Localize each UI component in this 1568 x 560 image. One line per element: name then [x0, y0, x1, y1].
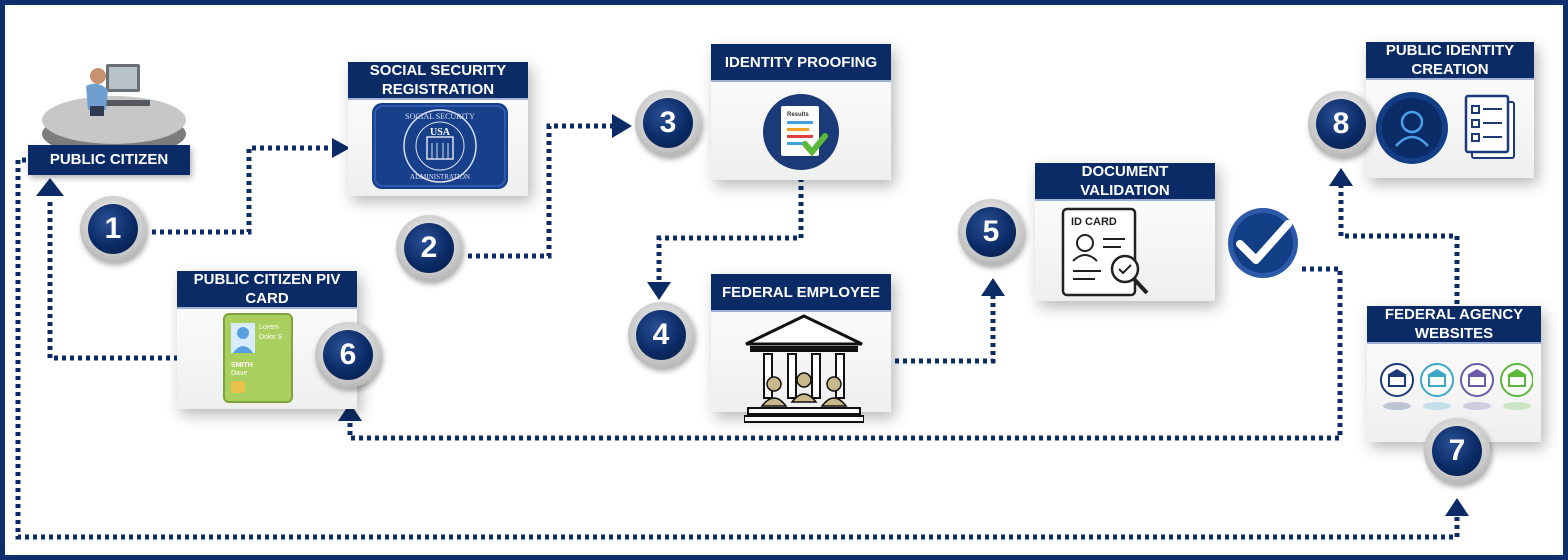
agency-building-icons — [1380, 363, 1533, 410]
arrow-into-citizen — [36, 178, 64, 196]
checkmark-circle-icon — [1228, 208, 1298, 278]
step-number-8: 8 — [1316, 99, 1366, 149]
step-number-6: 6 — [323, 330, 373, 380]
arrow-into-7 — [1445, 498, 1469, 516]
step-number-5: 5 — [966, 207, 1016, 257]
step-number-2: 2 — [404, 223, 454, 273]
connector-5-to-7 — [347, 266, 1343, 441]
agency-websites-card: FEDERAL AGENCY WEBSITES — [1367, 306, 1541, 442]
agency-icon-2 — [1420, 363, 1454, 397]
connector-2-to-3 — [468, 123, 614, 259]
step-badge-1: 1 — [80, 196, 146, 262]
step-number-4: 4 — [636, 310, 686, 360]
connector-6-to-citizen — [47, 198, 178, 361]
id-card-label: ID CARD — [1071, 216, 1117, 228]
piv-name2: Dave — [231, 370, 247, 377]
results-label: Results — [787, 112, 809, 118]
connector-3-to-4 — [656, 178, 804, 284]
federal-employee-title: FEDERAL EMPLOYEE — [711, 274, 891, 312]
step-badge-4: 4 — [628, 302, 694, 368]
connector-citizen-to-7 — [15, 157, 1460, 540]
step-number-3: 3 — [643, 98, 693, 148]
piv-card-title: PUBLIC CITIZEN PIV CARD — [177, 271, 357, 309]
id-card-search-icon: ID CARD — [1061, 207, 1149, 297]
connector-1-to-2 — [152, 145, 334, 235]
arrow-into-6 — [338, 403, 362, 421]
piv-name1: SMITH — [231, 362, 253, 369]
agency-icon-1 — [1380, 363, 1414, 397]
computer-user-icon — [42, 64, 186, 156]
federal-employee-card: FEDERAL EMPLOYEE — [711, 274, 891, 423]
social-security-seal-icon: SOCIAL SECURITY USA ADMINISTRATION — [372, 103, 508, 189]
step-number-1: 1 — [88, 204, 138, 254]
seal-bottom-text: ADMINISTRATION — [410, 173, 470, 181]
public-citizen-label: PUBLIC CITIZEN — [28, 145, 190, 175]
step-number-7: 7 — [1432, 426, 1482, 476]
results-document-icon: Results — [763, 94, 839, 170]
arrow-into-2 — [332, 138, 350, 158]
arrow-into-3 — [612, 114, 632, 138]
seal-center-text: USA — [430, 127, 451, 138]
user-profile-checklist-icon — [1376, 92, 1515, 164]
arrow-into-8 — [1329, 168, 1353, 186]
document-validation-card: DOCUMENT VALIDATION ID CARD — [1035, 163, 1215, 301]
social-security-card: SOCIAL SECURITY REGISTRATION SOCIAL SECU… — [348, 62, 528, 196]
connector-4-to-5 — [895, 294, 996, 364]
document-validation-title: DOCUMENT VALIDATION — [1035, 163, 1215, 201]
social-security-title: SOCIAL SECURITY REGISTRATION — [348, 62, 528, 100]
government-building-people-icon — [744, 314, 864, 423]
arrow-into-5 — [981, 278, 1005, 296]
agency-websites-title: FEDERAL AGENCY WEBSITES — [1367, 306, 1541, 344]
agency-icon-4 — [1500, 363, 1533, 397]
piv-line2: Dolor S — [259, 334, 283, 341]
identity-proofing-title: IDENTITY PROOFING — [711, 44, 891, 82]
step-badge-3: 3 — [635, 90, 701, 156]
step-badge-7: 7 — [1424, 418, 1490, 484]
step-badge-6: 6 — [315, 322, 381, 388]
piv-card-icon: Lorem Dolor S SMITH Dave — [223, 313, 293, 403]
connector-7-to-8 — [1338, 186, 1460, 304]
step-badge-5: 5 — [958, 199, 1024, 265]
piv-line1: Lorem — [259, 324, 279, 331]
agency-icon-3 — [1460, 363, 1494, 397]
seal-top-text: SOCIAL SECURITY — [405, 112, 475, 121]
identity-creation-card: PUBLIC IDENTITY CREATION — [1366, 42, 1534, 178]
step-badge-8: 8 — [1308, 91, 1374, 157]
step-badge-2: 2 — [396, 215, 462, 281]
identity-proofing-card: IDENTITY PROOFING Results — [711, 44, 891, 180]
identity-creation-title: PUBLIC IDENTITY CREATION — [1366, 42, 1534, 80]
arrow-into-4 — [647, 282, 671, 300]
